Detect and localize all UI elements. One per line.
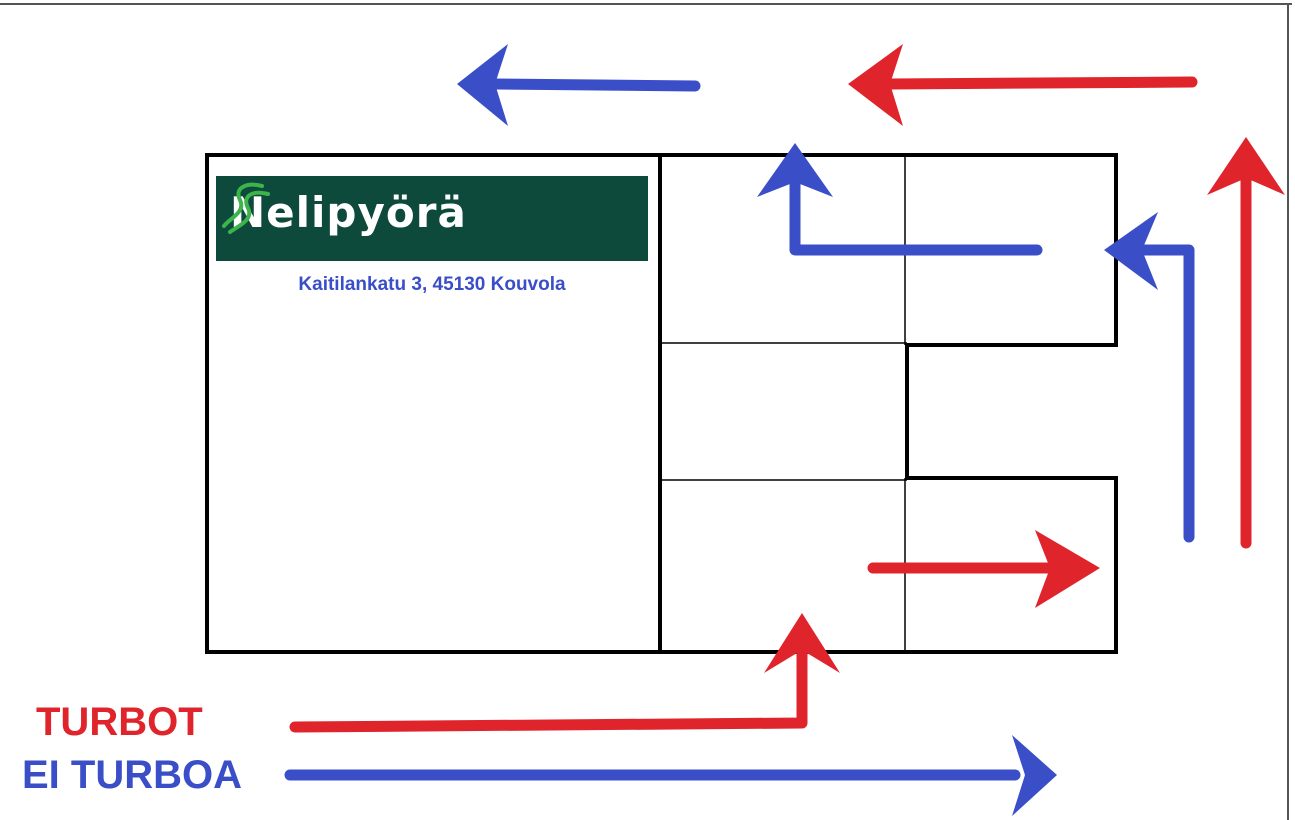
store-address: Kaitilankatu 3, 45130 Kouvola <box>298 274 566 295</box>
legend-ei-turboa: EI TURBOA <box>22 753 242 797</box>
main-hall <box>205 153 662 654</box>
brand-logo: Nelipyörä <box>216 176 648 261</box>
eiturboa-arrow-up <box>1104 212 1195 543</box>
annex-outline <box>660 153 1118 654</box>
turbot-arrow-inside <box>867 530 1100 608</box>
brand-s-logo-icon <box>222 182 270 234</box>
route-ei-turboa <box>284 44 1195 816</box>
building <box>205 153 1118 654</box>
eiturboa-arrow-inside <box>757 143 1043 256</box>
legend-turbot: TURBOT <box>36 700 203 744</box>
eiturboa-arrow-entry <box>284 735 1057 816</box>
turbot-arrow-exit-up <box>1207 137 1285 549</box>
eiturboa-arrow-exit-left <box>457 44 701 126</box>
turbot-arrow-exit-left <box>848 44 1198 126</box>
brand-name: Nelipyörä <box>230 188 467 237</box>
route-turbot <box>289 44 1285 733</box>
turbot-arrow-entry <box>289 613 840 733</box>
